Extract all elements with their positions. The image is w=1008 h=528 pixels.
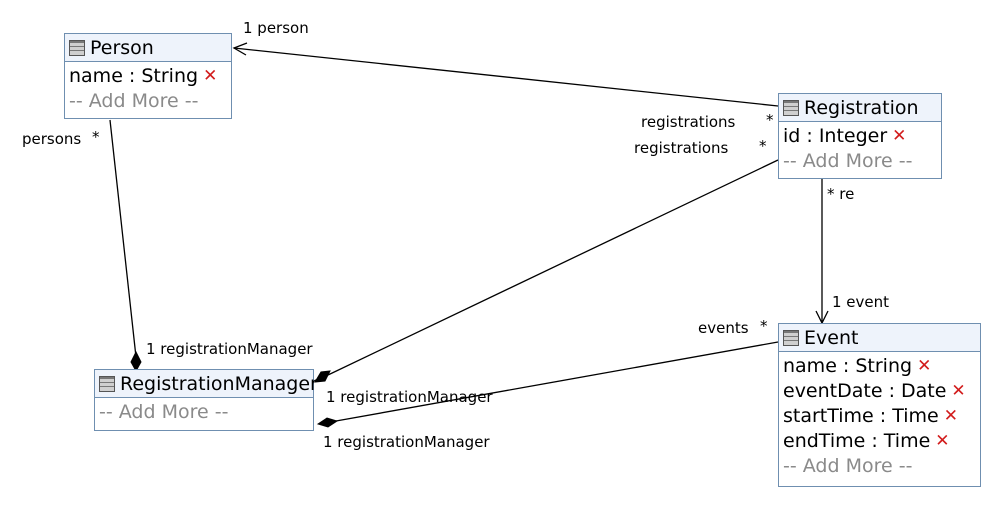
association-event-registrationmanager[interactable] [335, 341, 779, 422]
multiplicity-label[interactable]: * [760, 317, 768, 335]
association-registration-person[interactable] [233, 47, 779, 107]
attribute-row[interactable]: name : String ✕ [783, 354, 976, 379]
delete-icon[interactable]: ✕ [203, 66, 218, 86]
class-header[interactable]: RegistrationManager [95, 370, 318, 398]
composition-diamond [130, 350, 142, 373]
class-name[interactable]: Event [804, 326, 859, 349]
role-label-registration-manager[interactable]: 1 registrationManager [323, 433, 490, 451]
association-person-registrationmanager[interactable] [109, 119, 137, 358]
delete-icon[interactable]: ✕ [917, 356, 932, 376]
composition-diamond [316, 417, 339, 428]
attribute-label[interactable]: eventDate : Date [783, 380, 947, 402]
attribute-label[interactable]: id : Integer [783, 125, 888, 147]
role-label-person[interactable]: 1 person [243, 19, 309, 37]
class-person[interactable]: Person name : String ✕ -- Add More -- [64, 33, 232, 119]
attribute-row[interactable]: name : String ✕ [69, 64, 227, 89]
class-header[interactable]: Person [65, 34, 231, 62]
association-registration-registrationmanager[interactable] [327, 159, 779, 376]
multiplicity-label[interactable]: * [759, 137, 767, 155]
attribute-label[interactable]: startTime : Time [783, 405, 939, 427]
attribute-label[interactable]: endTime : Time [783, 430, 931, 452]
add-more-attribute[interactable]: -- Add More -- [69, 90, 199, 112]
class-header[interactable]: Event [779, 324, 980, 352]
class-icon [783, 99, 799, 116]
attribute-row[interactable]: eventDate : Date ✕ [783, 379, 976, 404]
delete-icon[interactable]: ✕ [951, 381, 966, 401]
role-label-event[interactable]: 1 event [832, 293, 890, 311]
class-header[interactable]: Registration [779, 94, 941, 122]
add-more-attribute[interactable]: -- Add More -- [783, 455, 913, 477]
class-name[interactable]: Person [90, 36, 154, 59]
multiplicity-label[interactable]: * [766, 111, 774, 129]
role-label-persons[interactable]: persons [22, 130, 82, 148]
attribute-label[interactable]: name : String [783, 355, 913, 377]
attribute-label[interactable]: name : String [69, 65, 199, 87]
role-label-registrations[interactable]: registrations [634, 139, 729, 157]
composition-diamond [314, 370, 331, 383]
delete-icon[interactable]: ✕ [935, 431, 950, 451]
add-more-attribute[interactable]: -- Add More -- [99, 401, 229, 423]
role-label-re[interactable]: * re [827, 185, 855, 203]
role-label-registration-manager[interactable]: 1 registrationManager [326, 388, 493, 406]
role-label-registration-manager[interactable]: 1 registrationManager [146, 340, 313, 358]
role-label-events[interactable]: events [698, 319, 749, 337]
class-event[interactable]: Event name : String ✕ eventDate : Date ✕… [778, 323, 981, 487]
attribute-row[interactable]: endTime : Time ✕ [783, 429, 976, 454]
delete-icon[interactable]: ✕ [943, 406, 958, 426]
class-icon [99, 375, 115, 392]
role-label-registrations[interactable]: registrations [641, 113, 736, 131]
class-name[interactable]: Registration [804, 96, 919, 119]
attribute-row[interactable]: startTime : Time ✕ [783, 404, 976, 429]
class-icon [783, 329, 799, 346]
attribute-row[interactable]: id : Integer ✕ [783, 124, 937, 149]
multiplicity-label[interactable]: * [92, 128, 100, 146]
class-registration[interactable]: Registration id : Integer ✕ -- Add More … [778, 93, 942, 179]
class-icon [69, 39, 85, 56]
open-arrowhead [232, 42, 248, 56]
class-name[interactable]: RegistrationManager [120, 372, 318, 395]
add-more-attribute[interactable]: -- Add More -- [783, 150, 913, 172]
class-registration-manager[interactable]: RegistrationManager -- Add More -- [94, 369, 318, 431]
delete-icon[interactable]: ✕ [892, 126, 907, 146]
